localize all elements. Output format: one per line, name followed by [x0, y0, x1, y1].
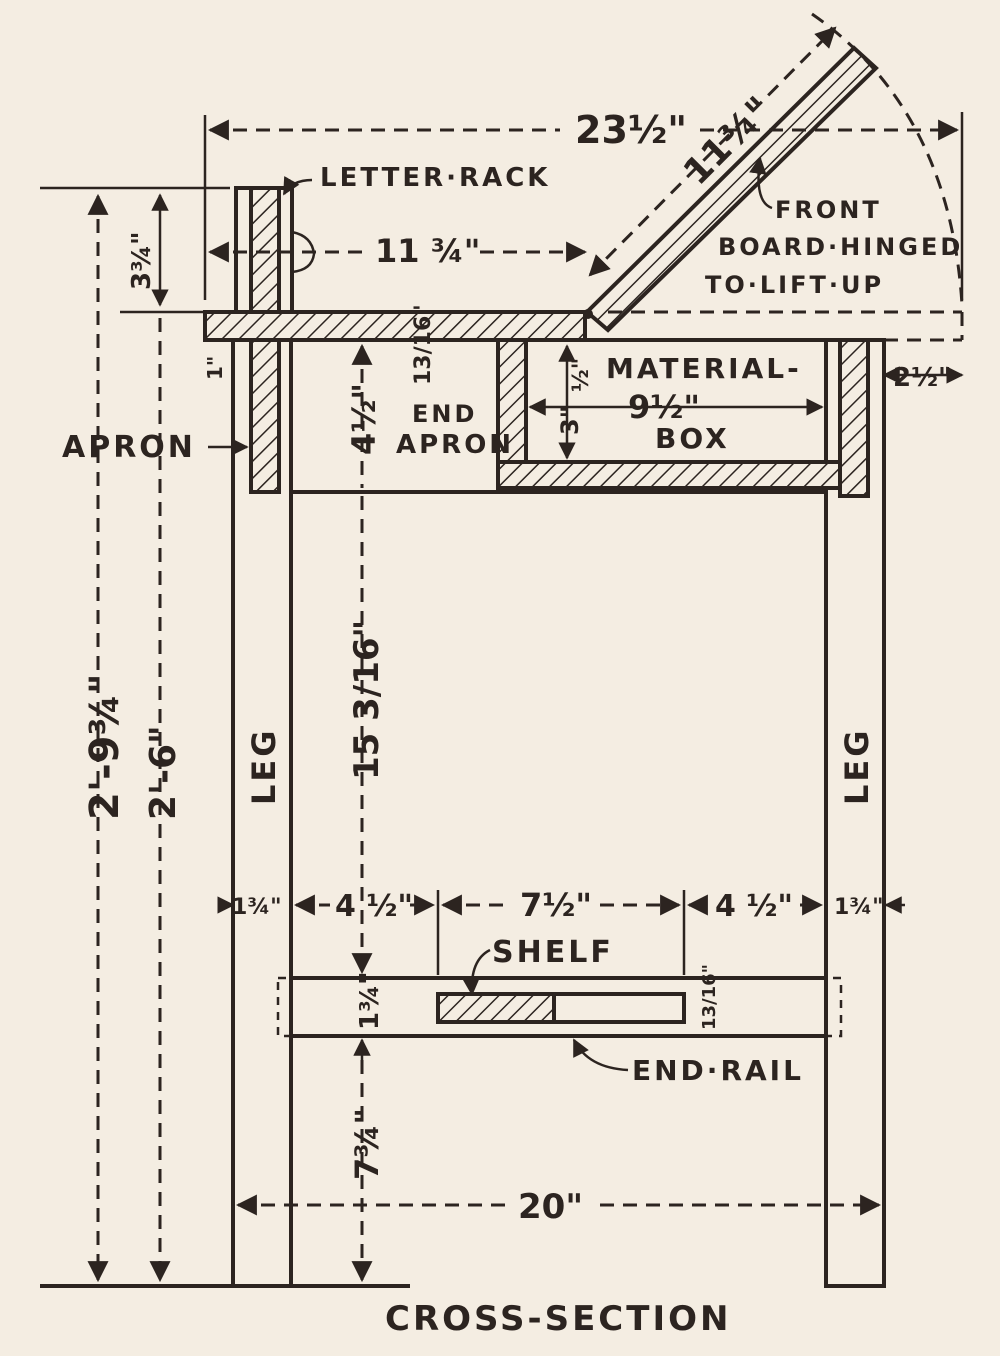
dim-top-thickness: 13/16" — [411, 304, 436, 385]
apron-label: APRON — [62, 430, 196, 465]
dim-box-offset: ½" — [569, 358, 594, 392]
right-leg-label: LEG — [838, 727, 876, 805]
material-label: MATERIAL- — [606, 352, 802, 385]
shelf — [436, 992, 686, 1024]
dim-overall-width: 23½" — [575, 108, 687, 152]
end-apron-label: APRON — [396, 430, 514, 460]
table-top — [203, 310, 587, 342]
shelf-label: SHELF — [492, 935, 614, 970]
dim-overall-height: 2'-9¾" — [82, 673, 128, 820]
caption: CROSS-SECTION — [385, 1299, 731, 1339]
dim-rail-depth: 1¾" — [355, 971, 385, 1030]
left-apron — [249, 338, 281, 494]
dim-rail-height: 7¾" — [348, 1108, 386, 1180]
dim-gap-right: 4 ½" — [715, 889, 793, 924]
dim-leg-to-rail: 15 3/16" — [347, 620, 387, 780]
end-rail — [276, 976, 843, 1038]
dim-rack-height: 3¾" — [127, 231, 157, 290]
dim-gap-left: 4 ½" — [335, 889, 413, 924]
end-label: END — [412, 400, 477, 428]
front-board-label-1: FRONT — [775, 196, 882, 224]
dim-box-inner: 9½" — [628, 388, 700, 426]
letter-rack-label: LETTER·RACK — [320, 163, 550, 193]
dim-leg-width-right: 1¾" — [834, 895, 884, 920]
dim-table-height: 2'-6" — [143, 725, 184, 820]
front-board-label-3: TO·LIFT·UP — [705, 271, 884, 299]
right-apron — [838, 338, 870, 498]
left-leg-label: LEG — [245, 727, 283, 805]
dim-apron-offset: 1" — [203, 356, 227, 380]
front-board-label-2: BOARD·HINGED — [718, 233, 963, 261]
dim-box-depth: 3" — [556, 406, 584, 435]
letter-rack — [234, 186, 316, 314]
dim-overhang: 2½" — [893, 363, 952, 393]
dim-apron-depth: 4½" — [345, 383, 383, 455]
box-label: BOX — [655, 422, 730, 455]
dim-shelf-width: 7½" — [520, 886, 592, 924]
dim-base-width: 20" — [518, 1187, 583, 1227]
end-rail-label: END·RAIL — [632, 1054, 804, 1087]
dim-top-inner: 11 ¾" — [375, 232, 480, 270]
dim-leg-width-left: 1¾" — [232, 895, 282, 920]
dim-shelf-thickness: 13/16" — [699, 964, 720, 1030]
